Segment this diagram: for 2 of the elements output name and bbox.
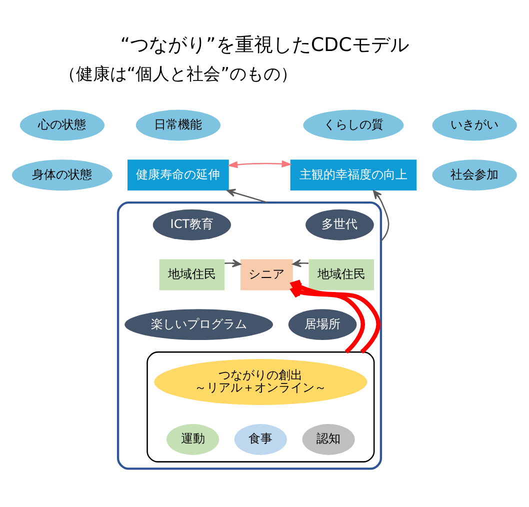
label: （健康は“個人と社会”のもの） [58,64,298,84]
diagram-title: “つながり”を重視したCDCモデル [120,33,409,56]
